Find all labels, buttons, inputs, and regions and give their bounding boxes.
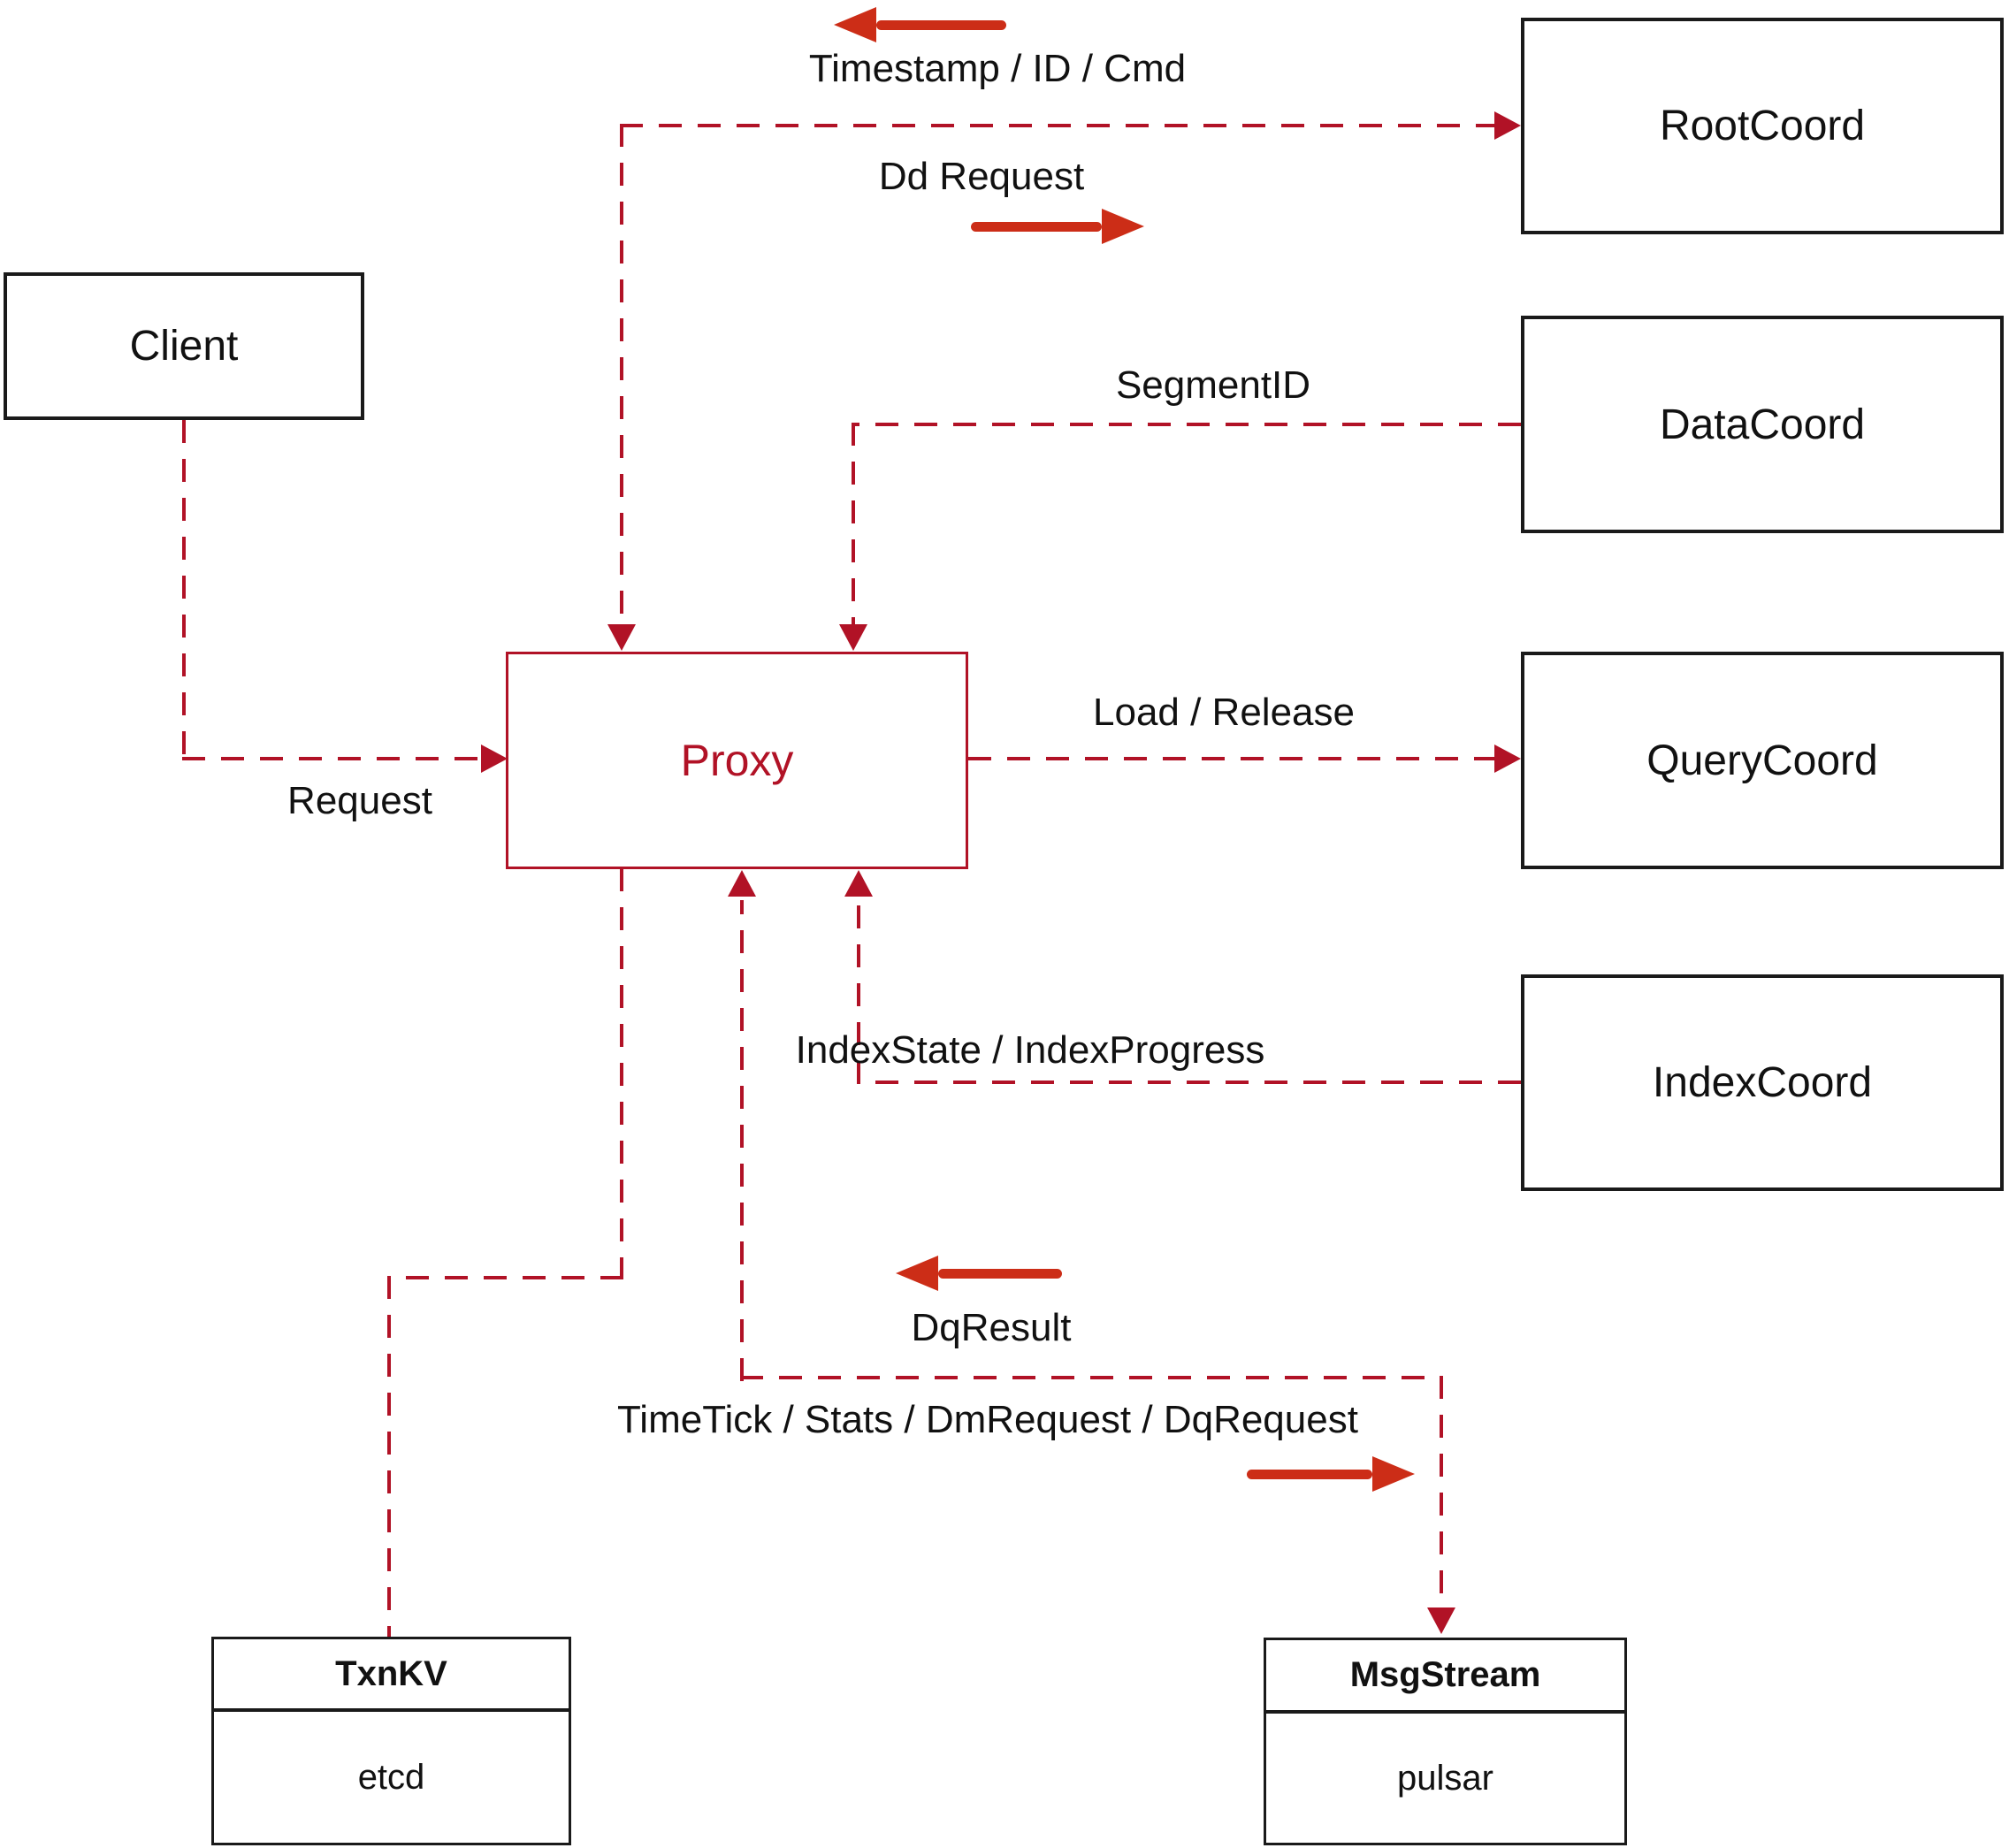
edge-proxy-txnkv-horizontal	[387, 1276, 623, 1279]
node-proxy-label: Proxy	[680, 736, 794, 785]
node-datacoord: DataCoord	[1521, 316, 2004, 533]
arrow-shaft	[971, 221, 1102, 232]
arrow-shaft	[1247, 1469, 1372, 1479]
edge-label-segmentid: SegmentID	[1115, 363, 1311, 407]
arrowhead-into-proxy-top-left	[607, 624, 636, 651]
edge-label-request: Request	[287, 779, 432, 822]
edge-indexcoord-proxy-horizontal	[857, 1081, 1521, 1084]
edge-proxy-rootcoord-horizontal	[620, 124, 1495, 127]
direction-arrow-left-timestamp	[834, 7, 1006, 42]
edge-proxy-txnkv-vertical-lower	[387, 1276, 391, 1637]
edge-client-proxy-horizontal	[182, 757, 485, 760]
node-querycoord-label: QueryCoord	[1646, 737, 1878, 784]
edge-datacoord-proxy-horizontal	[852, 423, 1521, 426]
edge-proxy-msgstream-vertical-drop	[1440, 1376, 1443, 1606]
arrow-left-icon	[834, 7, 876, 42]
node-msgstream: MsgStream pulsar	[1264, 1638, 1627, 1845]
node-msgstream-impl: pulsar	[1397, 1758, 1493, 1798]
node-indexcoord-label: IndexCoord	[1652, 1059, 1873, 1106]
arrow-right-icon	[1102, 209, 1144, 244]
arrowhead-into-proxy-bottom-middle	[728, 870, 756, 897]
arrow-left-icon	[896, 1256, 938, 1291]
edge-rootcoord-proxy-vertical	[620, 124, 623, 628]
node-client-label: Client	[129, 323, 239, 370]
arrowhead-into-proxy-top-right	[839, 624, 867, 651]
edge-msgstream-proxy-vertical	[740, 900, 744, 1381]
arrow-shaft	[938, 1268, 1062, 1279]
node-proxy: Proxy	[506, 652, 968, 869]
edge-label-load-release: Load / Release	[1093, 691, 1355, 734]
node-msgstream-title: MsgStream	[1266, 1640, 1624, 1714]
node-txnkv: TxnKV etcd	[211, 1637, 571, 1845]
node-rootcoord-label: RootCoord	[1659, 103, 1866, 149]
node-client: Client	[4, 272, 364, 420]
direction-arrow-right-timetick	[1247, 1456, 1415, 1492]
arrowhead-into-proxy-bottom-right	[844, 870, 873, 897]
node-querycoord: QueryCoord	[1521, 652, 2004, 869]
edge-indexcoord-proxy-vertical	[857, 900, 860, 1084]
arrow-shaft	[876, 19, 1006, 30]
node-txnkv-title: TxnKV	[214, 1639, 569, 1712]
node-txnkv-impl: etcd	[357, 1757, 425, 1797]
edge-proxy-txnkv-vertical-upper	[620, 868, 623, 1279]
edge-proxy-querycoord-horizontal	[968, 757, 1495, 760]
arrowhead-into-msgstream	[1427, 1607, 1455, 1634]
edge-client-proxy-vertical	[182, 420, 186, 760]
edge-label-indexstate: IndexState / IndexProgress	[795, 1028, 1265, 1072]
edge-datacoord-proxy-vertical	[852, 423, 855, 628]
arrowhead-into-proxy-left	[481, 745, 508, 773]
edge-label-dqresult: DqResult	[911, 1306, 1072, 1349]
node-indexcoord: IndexCoord	[1521, 974, 2004, 1191]
arrow-right-icon	[1372, 1456, 1415, 1492]
edge-label-dd-request: Dd Request	[878, 155, 1085, 198]
node-rootcoord: RootCoord	[1521, 18, 2004, 234]
node-datacoord-label: DataCoord	[1659, 401, 1866, 448]
edge-label-timetick: TimeTick / Stats / DmRequest / DqRequest	[617, 1398, 1358, 1441]
arrowhead-into-rootcoord	[1494, 111, 1521, 140]
direction-arrow-right-dd-request	[971, 209, 1144, 244]
direction-arrow-left-dqresult	[896, 1256, 1062, 1291]
edge-proxy-msgstream-horizontal	[740, 1376, 1443, 1379]
edge-label-timestamp-id-cmd: Timestamp / ID / Cmd	[808, 47, 1187, 90]
arrowhead-into-querycoord	[1494, 745, 1521, 773]
